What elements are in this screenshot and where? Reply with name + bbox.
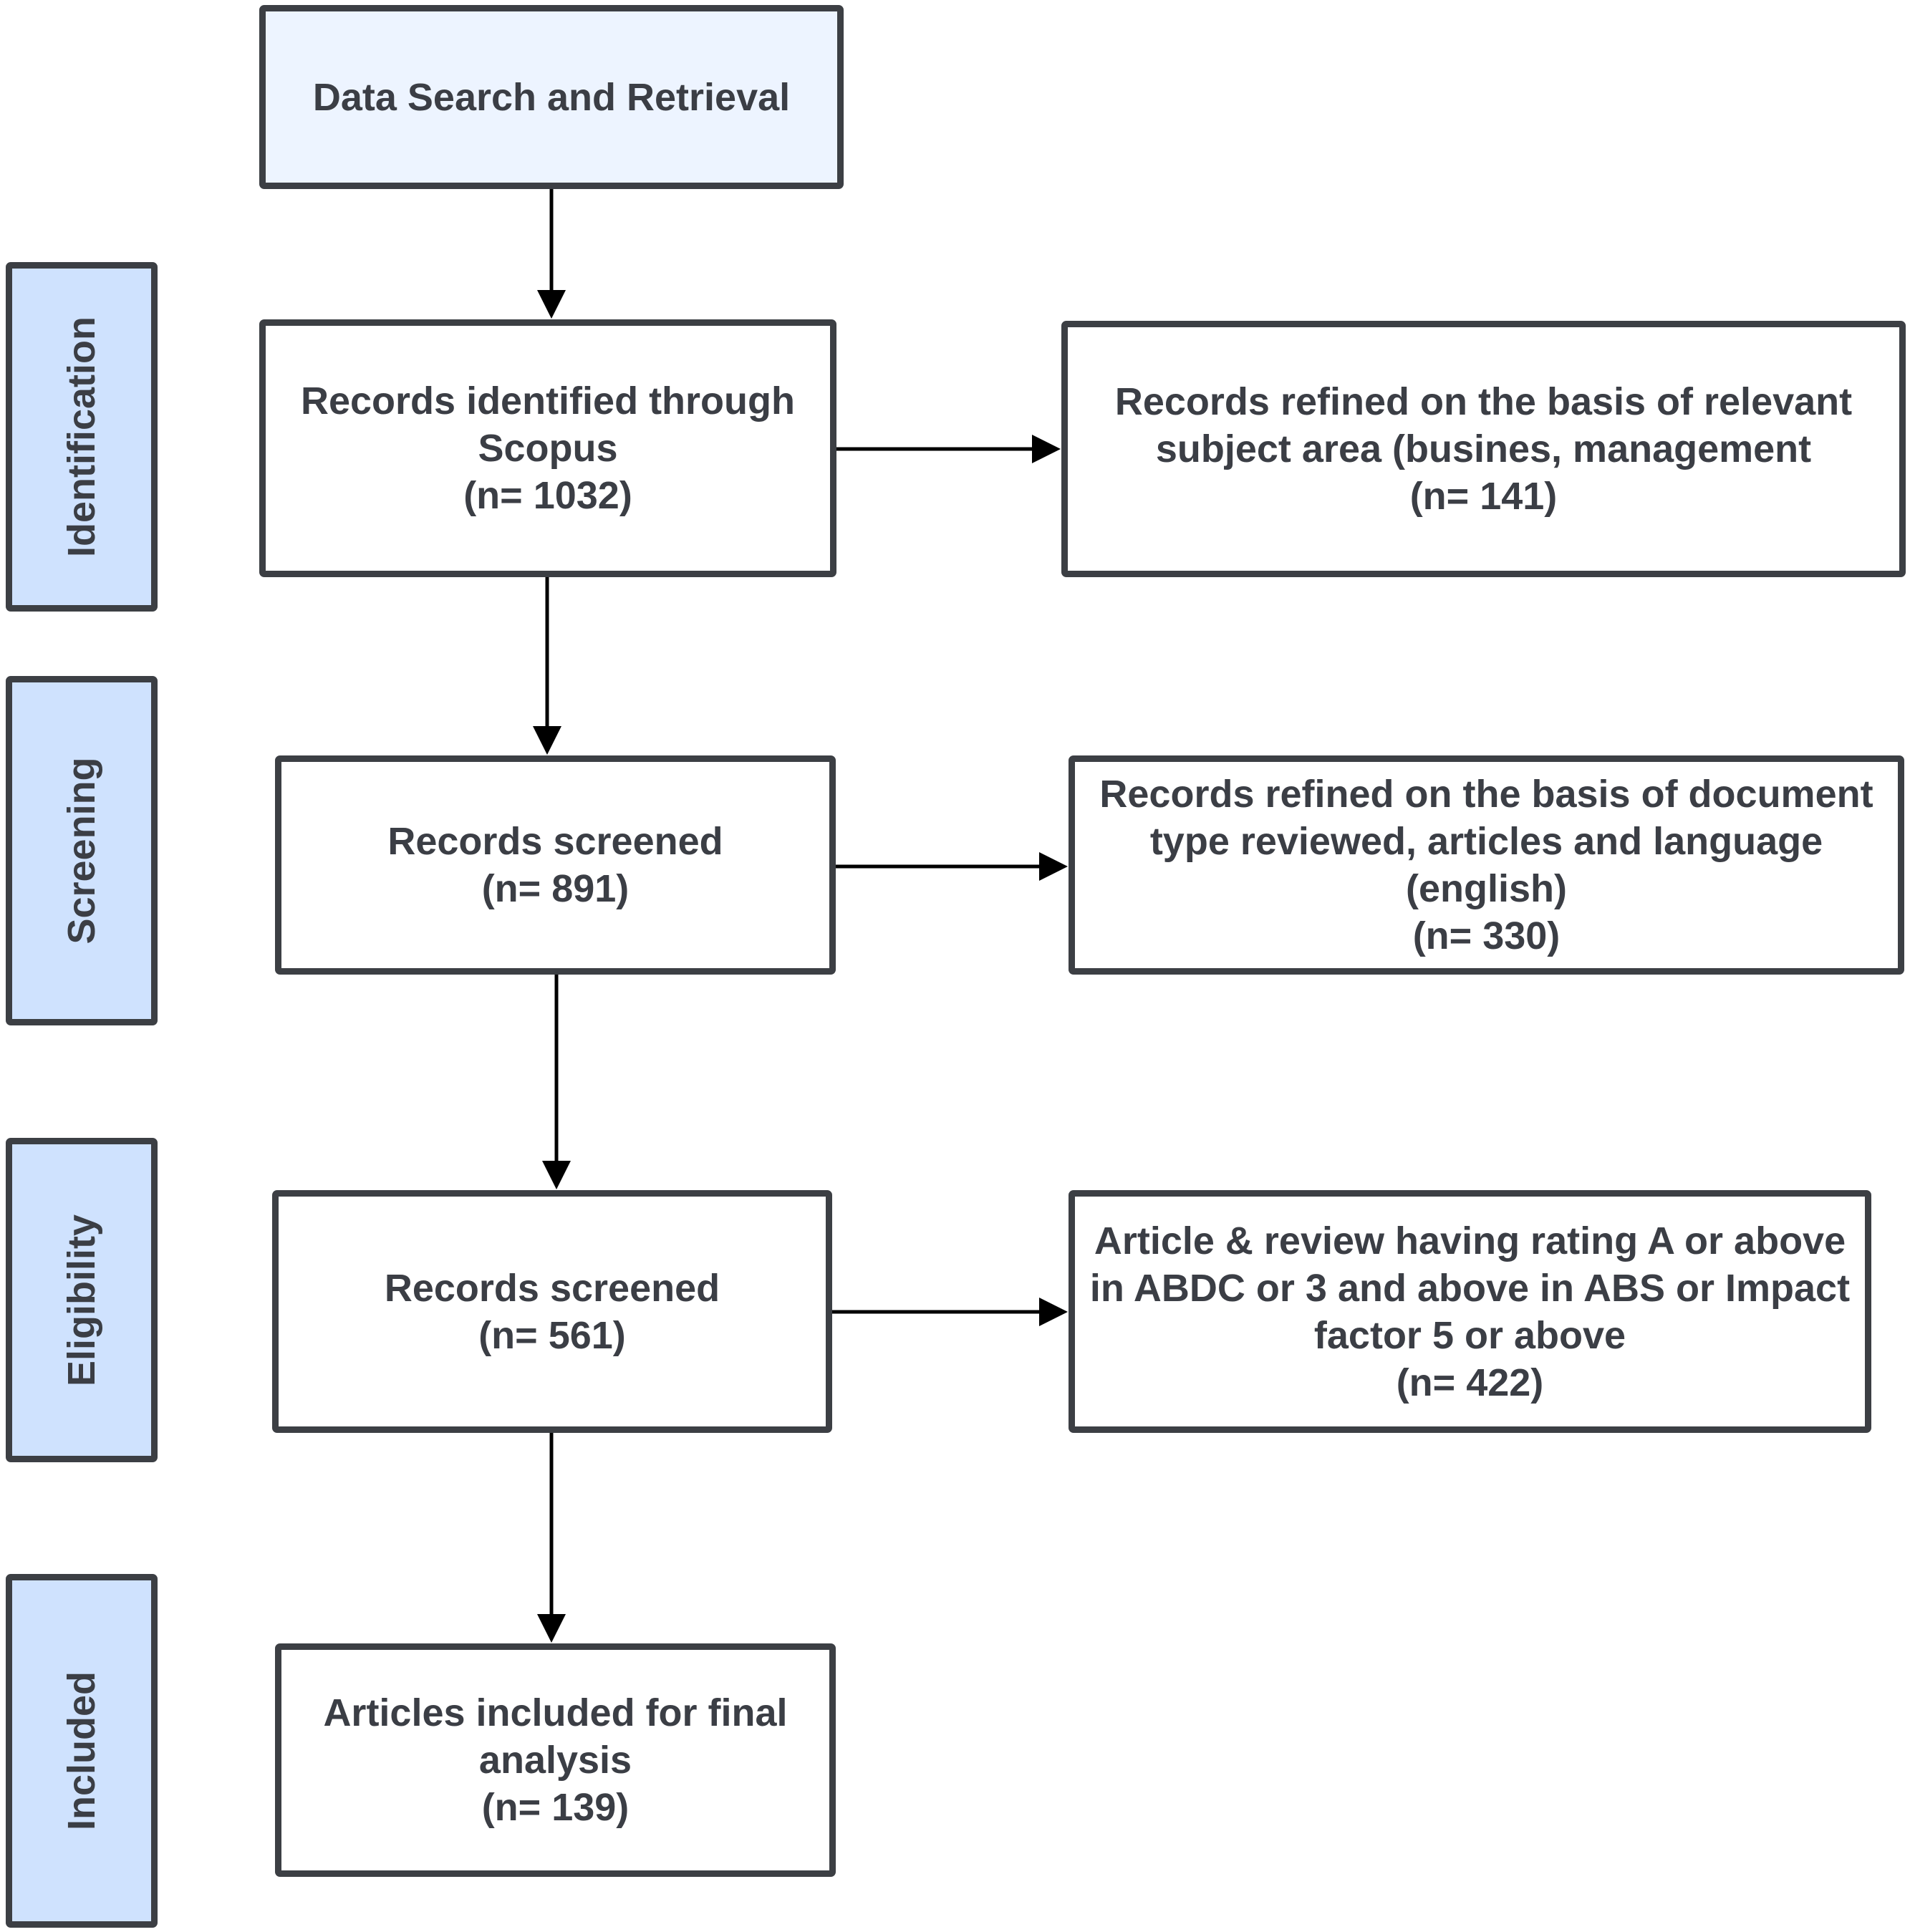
box-text-line: subject area (busines, management — [1155, 428, 1812, 470]
records-screened-box: Records screened (n= 891) — [275, 755, 836, 975]
box-text-line: Records screened — [384, 1266, 720, 1310]
stage-identification: Identification — [6, 262, 158, 612]
refined-document-type-box: Records refined on the basis of document… — [1069, 755, 1904, 975]
data-search-box: Data Search and Retrieval — [259, 5, 844, 189]
box-text-line: Data Search and Retrieval — [312, 75, 791, 119]
box-text-line: Article & review having rating A or abov… — [1094, 1219, 1846, 1262]
box-text-line: (english) — [1406, 867, 1567, 910]
box-text-line: Articles included for final — [323, 1691, 788, 1734]
box-count: (n= 141) — [1409, 475, 1558, 518]
records-eligible-box: Records screened (n= 561) — [272, 1190, 832, 1433]
box-count: (n= 139) — [481, 1786, 630, 1829]
stage-label: Eligibility — [60, 1214, 103, 1386]
stage-included: Included — [6, 1574, 158, 1928]
box-text-line: Records identified through — [300, 380, 795, 422]
box-count: (n= 422) — [1396, 1361, 1544, 1404]
box-text-line: type reviewed, articles and language — [1149, 820, 1823, 863]
stage-label: Screening — [60, 757, 103, 945]
box-text-line: Records screened — [387, 820, 723, 863]
stage-screening: Screening — [6, 676, 158, 1025]
box-count: (n= 561) — [478, 1313, 626, 1357]
stage-label: Identification — [60, 317, 103, 557]
box-text-line: factor 5 or above — [1313, 1313, 1626, 1357]
articles-included-box: Articles included for final analysis (n=… — [275, 1643, 836, 1877]
box-count: (n= 891) — [481, 867, 630, 910]
journal-rating-box: Article & review having rating A or abov… — [1069, 1190, 1871, 1433]
records-identified-box: Records identified through Scopus (n= 10… — [259, 319, 836, 577]
stage-eligibility: Eligibility — [6, 1138, 158, 1462]
box-text-line: Records refined on the basis of document — [1099, 773, 1873, 816]
box-text-line: in ABDC or 3 and above in ABS or Impact — [1089, 1266, 1851, 1310]
box-count: (n= 330) — [1412, 914, 1561, 957]
refined-subject-area-box: Records refined on the basis of relevant… — [1061, 321, 1906, 577]
box-text-line: Scopus — [478, 427, 618, 470]
box-text-line: analysis — [478, 1739, 632, 1782]
box-count: (n= 1032) — [463, 474, 632, 517]
box-text-line: Records refined on the basis of relevant — [1114, 380, 1853, 423]
stage-label: Included — [60, 1671, 103, 1831]
